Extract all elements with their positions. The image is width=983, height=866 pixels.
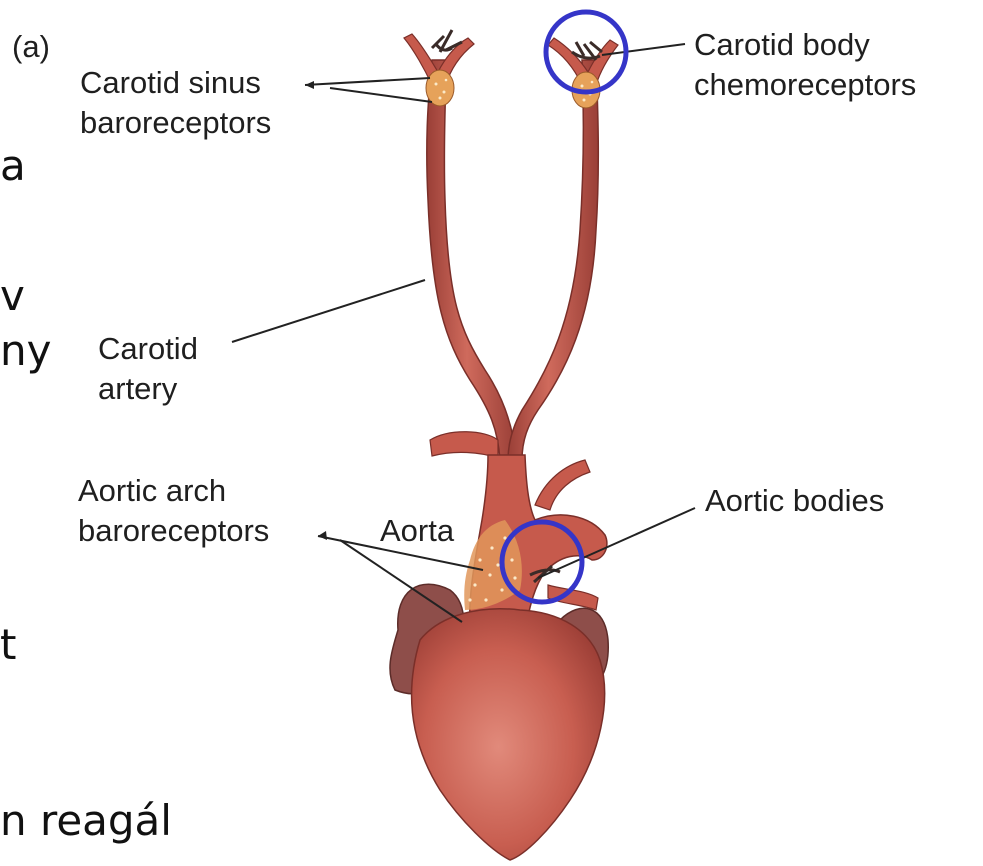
right-carotid-artery — [508, 60, 598, 460]
carotid-sinus-label-line1: Carotid sinus — [80, 64, 261, 102]
left-carotid-artery — [427, 60, 516, 460]
carotid-sinus-label-line2: baroreceptors — [80, 104, 271, 142]
aorta-label: Aorta — [380, 512, 454, 550]
carotid-artery-label-line1: Carotid — [98, 330, 198, 368]
panel-label: (a) — [12, 28, 50, 66]
aortic-arch-label-line1: Aortic arch — [78, 472, 226, 510]
carotid-body-label-line2: chemoreceptors — [694, 66, 916, 104]
leader-carotid-sinus-1 — [305, 78, 430, 85]
heart-ventricles — [412, 609, 605, 860]
left-carotid-sinus-receptor — [426, 70, 454, 106]
leader-carotid-artery — [232, 280, 425, 342]
leader-carotid-sinus-2 — [330, 88, 432, 102]
aortic-arch-label-line2: baroreceptors — [78, 512, 269, 550]
carotid-body-label-line1: Carotid body — [694, 26, 870, 64]
left-subclavian-branch — [535, 460, 590, 510]
aortic-bodies-label: Aortic bodies — [705, 482, 884, 520]
carotid-artery-label-line2: artery — [98, 370, 177, 408]
aortic-arch-branch — [430, 432, 498, 458]
